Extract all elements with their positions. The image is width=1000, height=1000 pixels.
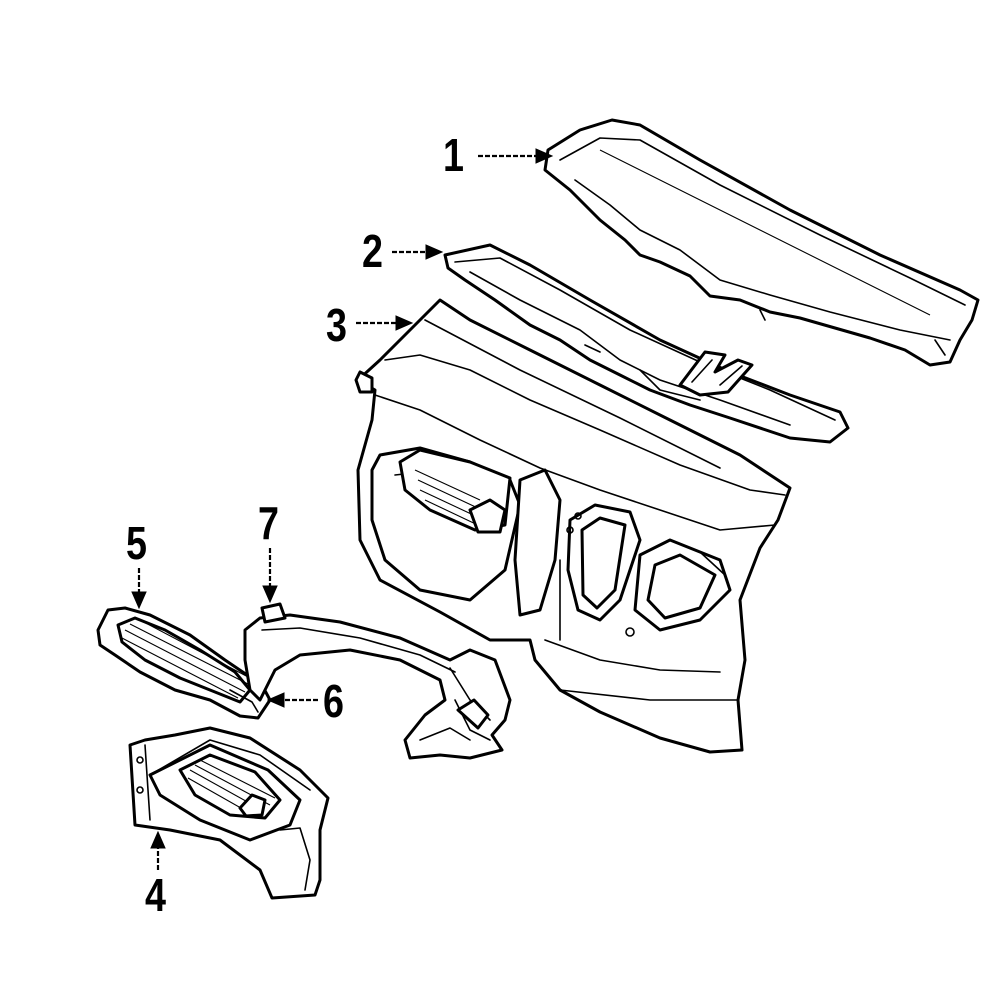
- part-1-cowl-panel: [543, 118, 980, 367]
- part-5-vent-grille: [96, 606, 272, 720]
- part-4-duct-housing: [128, 726, 330, 900]
- arrowhead-5: [131, 591, 147, 610]
- callout-6: 6: [323, 675, 344, 727]
- arrowhead-4: [150, 830, 166, 849]
- arrowhead-6: [266, 692, 285, 708]
- callout-4: 4: [145, 869, 166, 921]
- arrowhead-2: [425, 244, 444, 260]
- arrowhead-3: [395, 315, 414, 331]
- callout-1: 1: [443, 129, 464, 181]
- arrowhead-7: [262, 585, 278, 604]
- part-2-cowl-vent: [443, 243, 850, 444]
- callout-5: 5: [126, 517, 147, 569]
- part-3-dash-panel: [354, 298, 792, 754]
- arrowhead-1: [535, 148, 554, 164]
- leader-arrows: [131, 148, 554, 870]
- callout-7: 7: [258, 497, 279, 549]
- part-7-support-bracket: [243, 602, 512, 760]
- callout-3: 3: [326, 299, 347, 351]
- callout-2: 2: [362, 225, 383, 277]
